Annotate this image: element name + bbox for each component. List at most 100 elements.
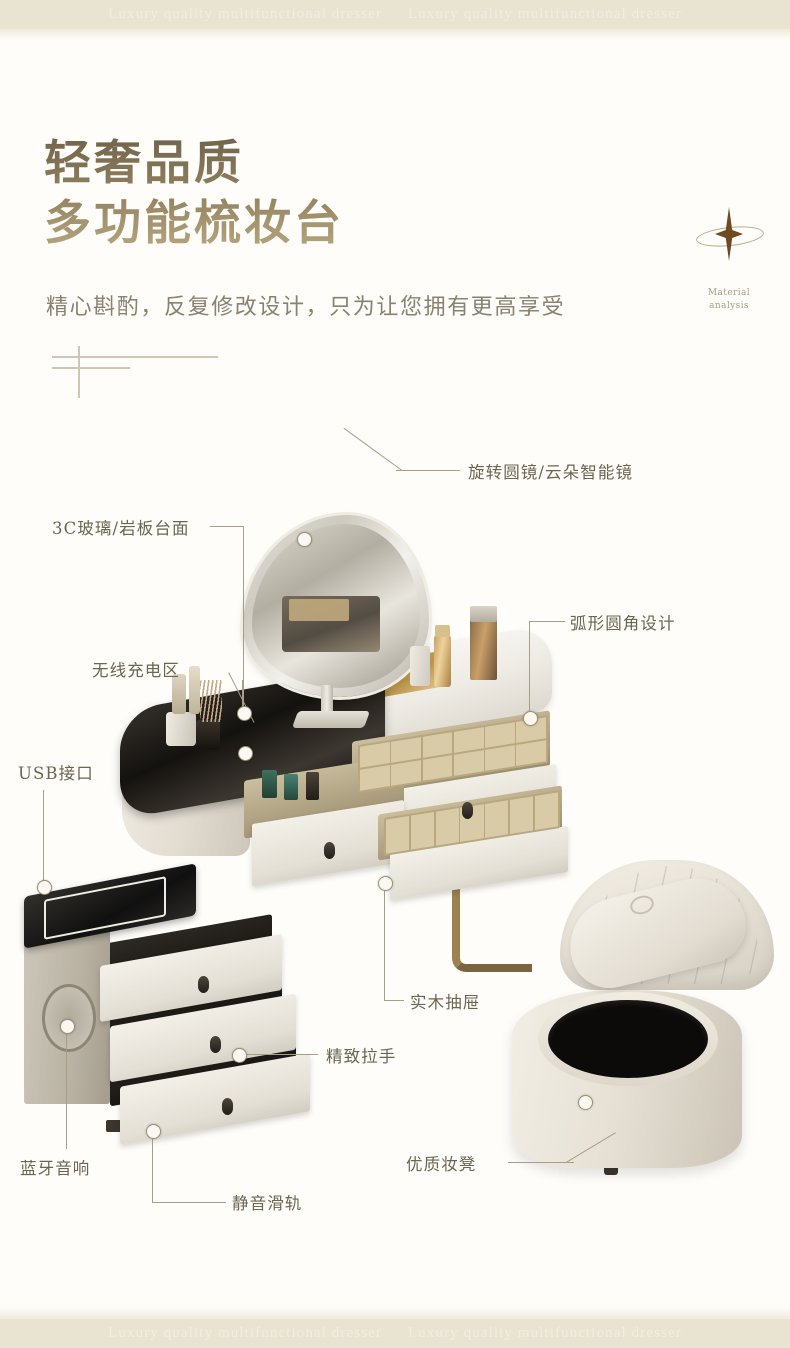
leader-line-usb: [43, 790, 45, 886]
drawer-handle: [324, 842, 335, 859]
bottom-banner-fade: [0, 1307, 790, 1319]
mirror-base: [291, 711, 371, 728]
dark-bottle: [306, 772, 319, 800]
badge-label: Material analysis: [690, 287, 768, 313]
leader-line-glass-top-v: [243, 526, 245, 712]
compartment-cell: [453, 727, 484, 754]
hotspot-wireless-charging: [238, 746, 253, 761]
bottle-pair-tall: [189, 666, 200, 714]
mirror-glass: [252, 524, 420, 688]
compartment-cell: [360, 764, 390, 791]
mirror-frame: [243, 515, 429, 697]
callout-glass-stone-top: 3C玻璃/岩板台面: [52, 519, 190, 538]
product-illustration: 3C玻璃/岩板台面 旋转圆镜/云朵智能镜 无线充电区 弧形圆角设计 USB接口 …: [0, 427, 790, 1260]
callout-rotating-mirror: 旋转圆镜/云朵智能镜: [468, 463, 634, 482]
leader-line-wood-drawer: [384, 882, 386, 1000]
hotspot-fine-handle: [232, 1048, 247, 1063]
drawer-handle: [222, 1098, 233, 1115]
page-title: 轻奢品质多功能梳妆台: [44, 134, 344, 254]
material-analysis-badge: Material analysis: [690, 205, 768, 317]
perfume-bottle-cap: [470, 606, 497, 622]
compartment-cell: [453, 749, 484, 776]
leader-line-curved-corner: [529, 621, 565, 623]
hotspot-wood-drawer: [378, 876, 393, 891]
hotspot-usb-port: [37, 880, 52, 895]
compartment-cell: [391, 759, 421, 786]
leader-line-mirror-diag: [343, 427, 403, 472]
drawer-handle: [198, 976, 209, 993]
mirror-reflection-shelf: [288, 599, 350, 621]
drawer-handle: [462, 802, 473, 819]
hotspot-glass-top: [237, 706, 252, 721]
callout-fine-handle: 精致拉手: [326, 1047, 397, 1066]
top-banner-fade: [0, 29, 790, 41]
callout-usb-port: USB接口: [18, 764, 94, 783]
drawer-handle: [210, 1036, 221, 1053]
perfume-bottle-tall: [470, 618, 497, 680]
compartment-cell: [516, 740, 546, 766]
page-subtitle: 精心斟酌，反复修改设计，只为让您拥有更高享受: [46, 295, 566, 320]
hotspot-bluetooth-speaker: [60, 1019, 75, 1034]
top-banner-text-2: Luxury quality multifunctional dresser: [408, 6, 682, 22]
badge-label-line-2: analysis: [709, 301, 749, 312]
top-banner-text-1: Luxury quality multifunctional dresser: [108, 6, 382, 22]
bottom-banner: Luxury quality multifunctional dresser L…: [0, 1319, 790, 1348]
bottom-banner-text-1: Luxury quality multifunctional dresser: [108, 1325, 382, 1341]
compartment-cell: [534, 792, 558, 831]
lotion-bottle-gold: [434, 635, 451, 687]
compartment-cell: [360, 742, 390, 768]
cloud-led-mirror: [243, 515, 433, 728]
compartment-cell: [386, 815, 410, 854]
gold-leg-frame: [452, 870, 532, 972]
star-icon: [690, 205, 768, 263]
mirror-stem: [321, 685, 333, 715]
compartment-cell: [485, 800, 509, 838]
diffuser-sticks: [200, 680, 222, 722]
hotspot-stool: [578, 1095, 593, 1110]
callout-wireless-charging: 无线充电区: [92, 661, 180, 680]
divider-line-vertical: [78, 346, 80, 398]
green-bottle: [284, 774, 298, 800]
leader-line-glass-top: [210, 526, 244, 528]
compartment-cell: [435, 808, 459, 846]
stool-storage-opening: [548, 1000, 708, 1078]
leader-line-curved-corner-v: [529, 621, 531, 717]
badge-label-line-1: Material: [707, 288, 751, 298]
page-title-line-2: 多功能梳妆台: [44, 196, 344, 252]
top-banner: Luxury quality multifunctional dresser L…: [0, 0, 790, 29]
green-bottle: [262, 770, 277, 798]
cosmetic-jar-white: [166, 712, 196, 746]
bottom-banner-text-2: Luxury quality multifunctional dresser: [408, 1325, 682, 1341]
divider-ornament: [44, 346, 224, 398]
hotspot-slide-rail: [146, 1124, 161, 1139]
leader-line-mirror: [396, 470, 460, 472]
leader-line-stool: [508, 1162, 574, 1164]
compartment-cell: [422, 732, 453, 759]
bluetooth-speaker-grille: [42, 984, 96, 1052]
compartment-cell: [410, 812, 435, 850]
cream-jar-white: [410, 646, 430, 686]
compartment-cell: [485, 744, 515, 771]
leader-line-bluetooth: [66, 1025, 68, 1149]
compartment-cell: [485, 722, 515, 749]
leader-line-wood-drawer-h: [384, 1000, 404, 1002]
leader-line-slide-rail: [152, 1130, 154, 1202]
callout-silent-slide-rail: 静音滑轨: [232, 1194, 303, 1213]
callout-quality-stool: 优质妆凳: [406, 1155, 477, 1174]
bottle-pair-beige: [172, 674, 186, 714]
divider-line-long: [52, 356, 218, 358]
hotspot-curved-corner: [523, 711, 538, 726]
callout-solid-wood-drawer: 实木抽屉: [410, 993, 481, 1012]
leader-line-slide-rail-h: [152, 1202, 226, 1204]
lotion-bottle-cap: [435, 625, 450, 637]
hotspot-mirror: [297, 532, 312, 547]
compartment-cell: [422, 754, 453, 781]
four-point-star-icon: [715, 207, 743, 261]
callout-curved-corner: 弧形圆角设计: [570, 614, 676, 633]
leader-line-handle: [240, 1054, 318, 1056]
compartment-cell: [509, 796, 534, 834]
page-title-line-1: 轻奢品质: [44, 136, 244, 191]
diffuser-jar: [196, 720, 220, 750]
callout-bluetooth-speaker: 蓝牙音响: [20, 1159, 91, 1178]
